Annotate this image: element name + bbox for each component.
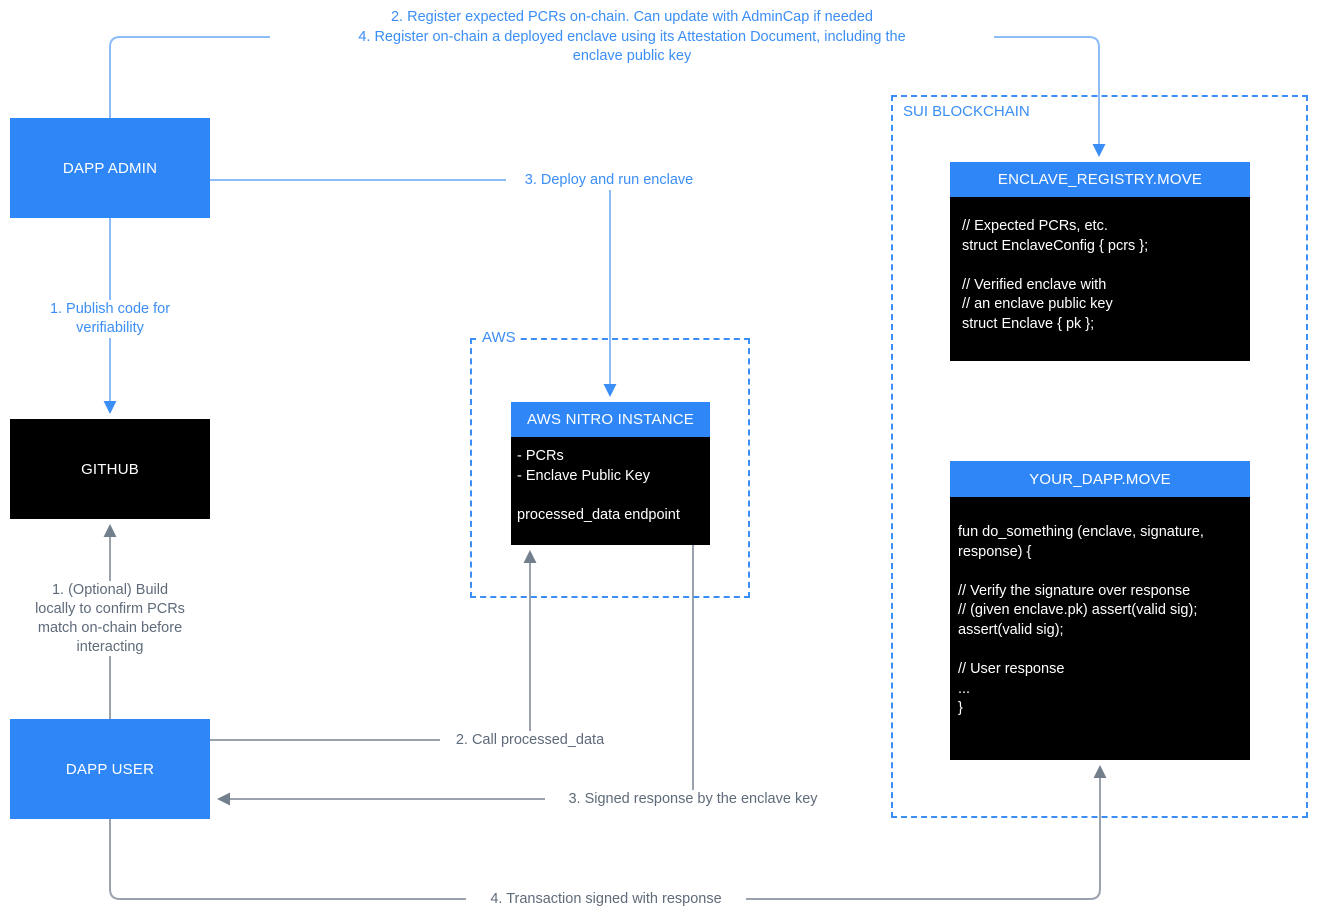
node-aws-nitro-instance-header: AWS NITRO INSTANCE — [511, 402, 710, 437]
node-your-dapp-move[interactable]: YOUR_DAPP.MOVE fun do_something (enclave… — [950, 461, 1250, 760]
node-your-dapp-move-header: YOUR_DAPP.MOVE — [950, 461, 1250, 497]
node-github[interactable]: GITHUB — [10, 419, 210, 519]
node-enclave-registry-move-body: // Expected PCRs, etc. struct EnclaveCon… — [950, 197, 1250, 361]
node-dapp-admin-label: DAPP ADMIN — [62, 159, 158, 177]
node-dapp-user[interactable]: DAPP USER — [10, 719, 210, 819]
edge-label-publish-code: 1. Publish code for verifiability — [20, 300, 200, 338]
edge-label-register-pcrs: 2. Register expected PCRs on-chain. Can … — [282, 8, 982, 27]
edge-label-optional-build: 1. (Optional) Build locally to confirm P… — [20, 581, 200, 657]
node-dapp-user-label: DAPP USER — [65, 760, 155, 778]
node-aws-nitro-instance[interactable]: AWS NITRO INSTANCE - PCRs - Enclave Publ… — [511, 402, 710, 545]
edge-label-deploy-enclave: 3. Deploy and run enclave — [506, 171, 712, 190]
node-your-dapp-move-body: fun do_something (enclave, signature, re… — [950, 497, 1250, 760]
edge-label-register-enclave: 4. Register on-chain a deployed enclave … — [270, 28, 994, 66]
node-github-label: GITHUB — [81, 460, 139, 478]
group-aws: AWS — [470, 329, 750, 598]
group-aws-label: AWS — [478, 329, 520, 346]
node-enclave-registry-move[interactable]: ENCLAVE_REGISTRY.MOVE // Expected PCRs, … — [950, 162, 1250, 361]
edge-label-signed-response: 3. Signed response by the enclave key — [545, 790, 841, 809]
node-dapp-admin[interactable]: DAPP ADMIN — [10, 118, 210, 218]
edge-label-transaction-signed: 4. Transaction signed with response — [466, 890, 746, 909]
node-enclave-registry-move-header: ENCLAVE_REGISTRY.MOVE — [950, 162, 1250, 197]
node-aws-nitro-instance-body: - PCRs - Enclave Public Key processed_da… — [511, 437, 710, 545]
group-sui-blockchain-label: SUI BLOCKCHAIN — [899, 103, 1034, 120]
group-sui-blockchain: SUI BLOCKCHAIN — [891, 95, 1308, 818]
edge-label-call-processed-data: 2. Call processed_data — [440, 731, 620, 750]
